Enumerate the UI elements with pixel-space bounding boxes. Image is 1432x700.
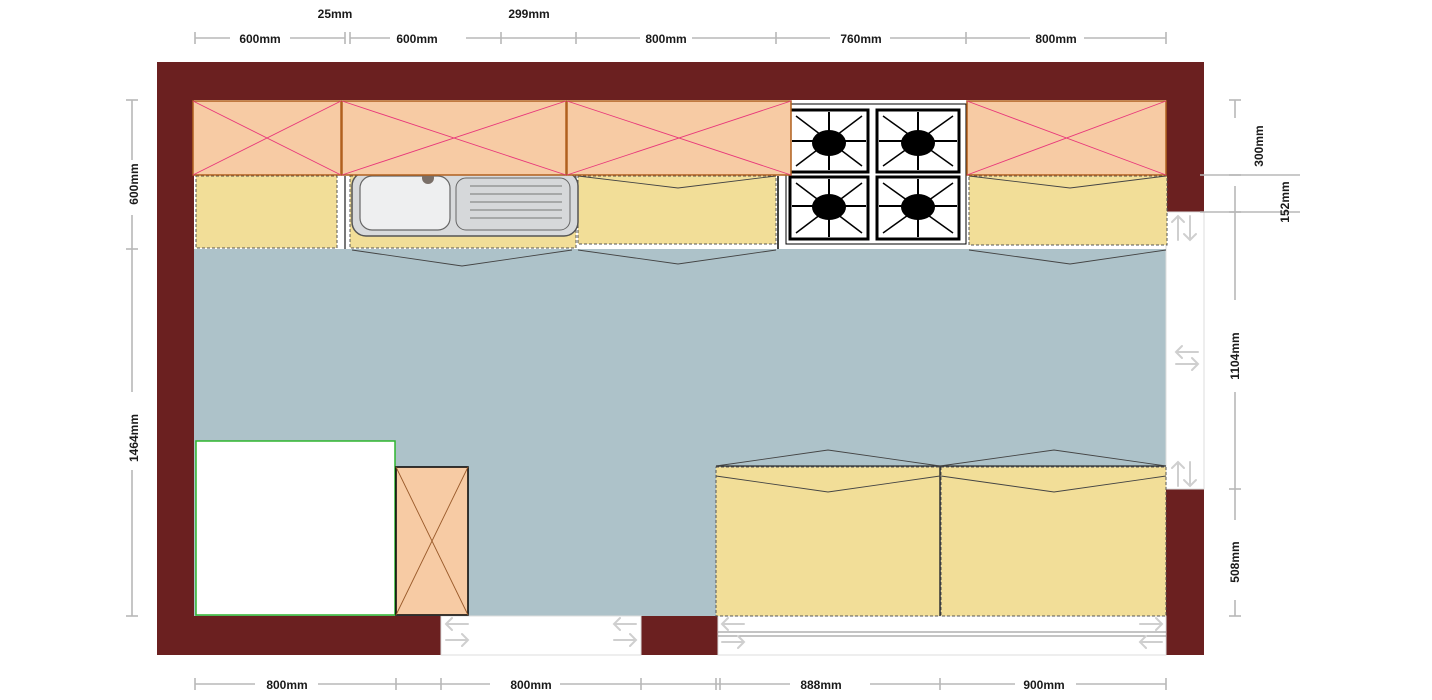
dim-label: 152mm [1278, 181, 1292, 222]
wall-top [157, 62, 1204, 100]
dim-label: 800mm [510, 678, 551, 692]
base-cabinet [968, 175, 1168, 246]
base-cabinet [195, 175, 338, 249]
hob-burner-icon [788, 175, 870, 241]
dim-label: 760mm [840, 32, 881, 46]
dim-label: 300mm [1252, 125, 1266, 166]
hob-burner-icon [875, 108, 961, 174]
dim-label: 25mm [318, 7, 353, 21]
wall-right-lower [1166, 489, 1204, 655]
base-cabinet [940, 466, 1167, 617]
door-swing [715, 449, 941, 467]
opening-right [1165, 211, 1205, 490]
wall-left [157, 62, 194, 655]
wall-bottom-middle [641, 616, 718, 655]
wall-bottom-left [157, 616, 441, 655]
dim-label: 600mm [239, 32, 280, 46]
door-swing [939, 449, 1167, 467]
appliance-box [195, 440, 396, 616]
openings [440, 211, 1205, 656]
base-cabinets-bottom [715, 449, 1167, 617]
hob-burner-icon [875, 175, 961, 241]
dimensions-bottom: 800mm 800mm 888mm 900mm [194, 678, 1167, 692]
dim-label: 888mm [800, 678, 841, 692]
dim-label: 900mm [1023, 678, 1064, 692]
dim-label: 508mm [1228, 541, 1242, 582]
dim-label: 1104mm [1228, 332, 1242, 379]
dim-label: 800mm [645, 32, 686, 46]
dimensions-left: 600mm 1464mm [126, 99, 141, 617]
door-swing [351, 249, 573, 267]
upper-cabinets [192, 100, 1167, 176]
dim-label: 1464mm [127, 414, 141, 462]
walls [157, 62, 1204, 655]
dim-label: 800mm [266, 678, 307, 692]
opening-bottom-left [440, 615, 642, 656]
door-swing [715, 475, 941, 493]
upper-cabinet [566, 100, 792, 176]
base-cabinet [577, 175, 777, 245]
door-swing [940, 475, 1167, 493]
door-swing [577, 175, 777, 189]
wall-right-upper [1166, 62, 1204, 212]
dimensions-right: 300mm 152mm 1104mm 508mm [1200, 99, 1300, 617]
dimensions-top: 25mm 299mm 600mm 600mm 800mm 760mm 800mm [194, 7, 1167, 46]
door-swing [968, 175, 1167, 189]
tall-cabinet [395, 466, 469, 616]
base-cabinet [715, 466, 941, 617]
door-swing [577, 249, 777, 265]
upper-cabinet [192, 100, 342, 176]
door-swing [968, 249, 1167, 265]
upper-cabinet [341, 100, 567, 176]
dim-label: 800mm [1035, 32, 1076, 46]
dim-label: 299mm [508, 7, 549, 21]
opening-arrow-icon [444, 214, 1200, 649]
dim-label: 600mm [127, 163, 141, 204]
upper-cabinet [966, 100, 1167, 176]
sink-icon [351, 171, 579, 237]
dim-label: 600mm [396, 32, 437, 46]
hob [785, 103, 967, 245]
